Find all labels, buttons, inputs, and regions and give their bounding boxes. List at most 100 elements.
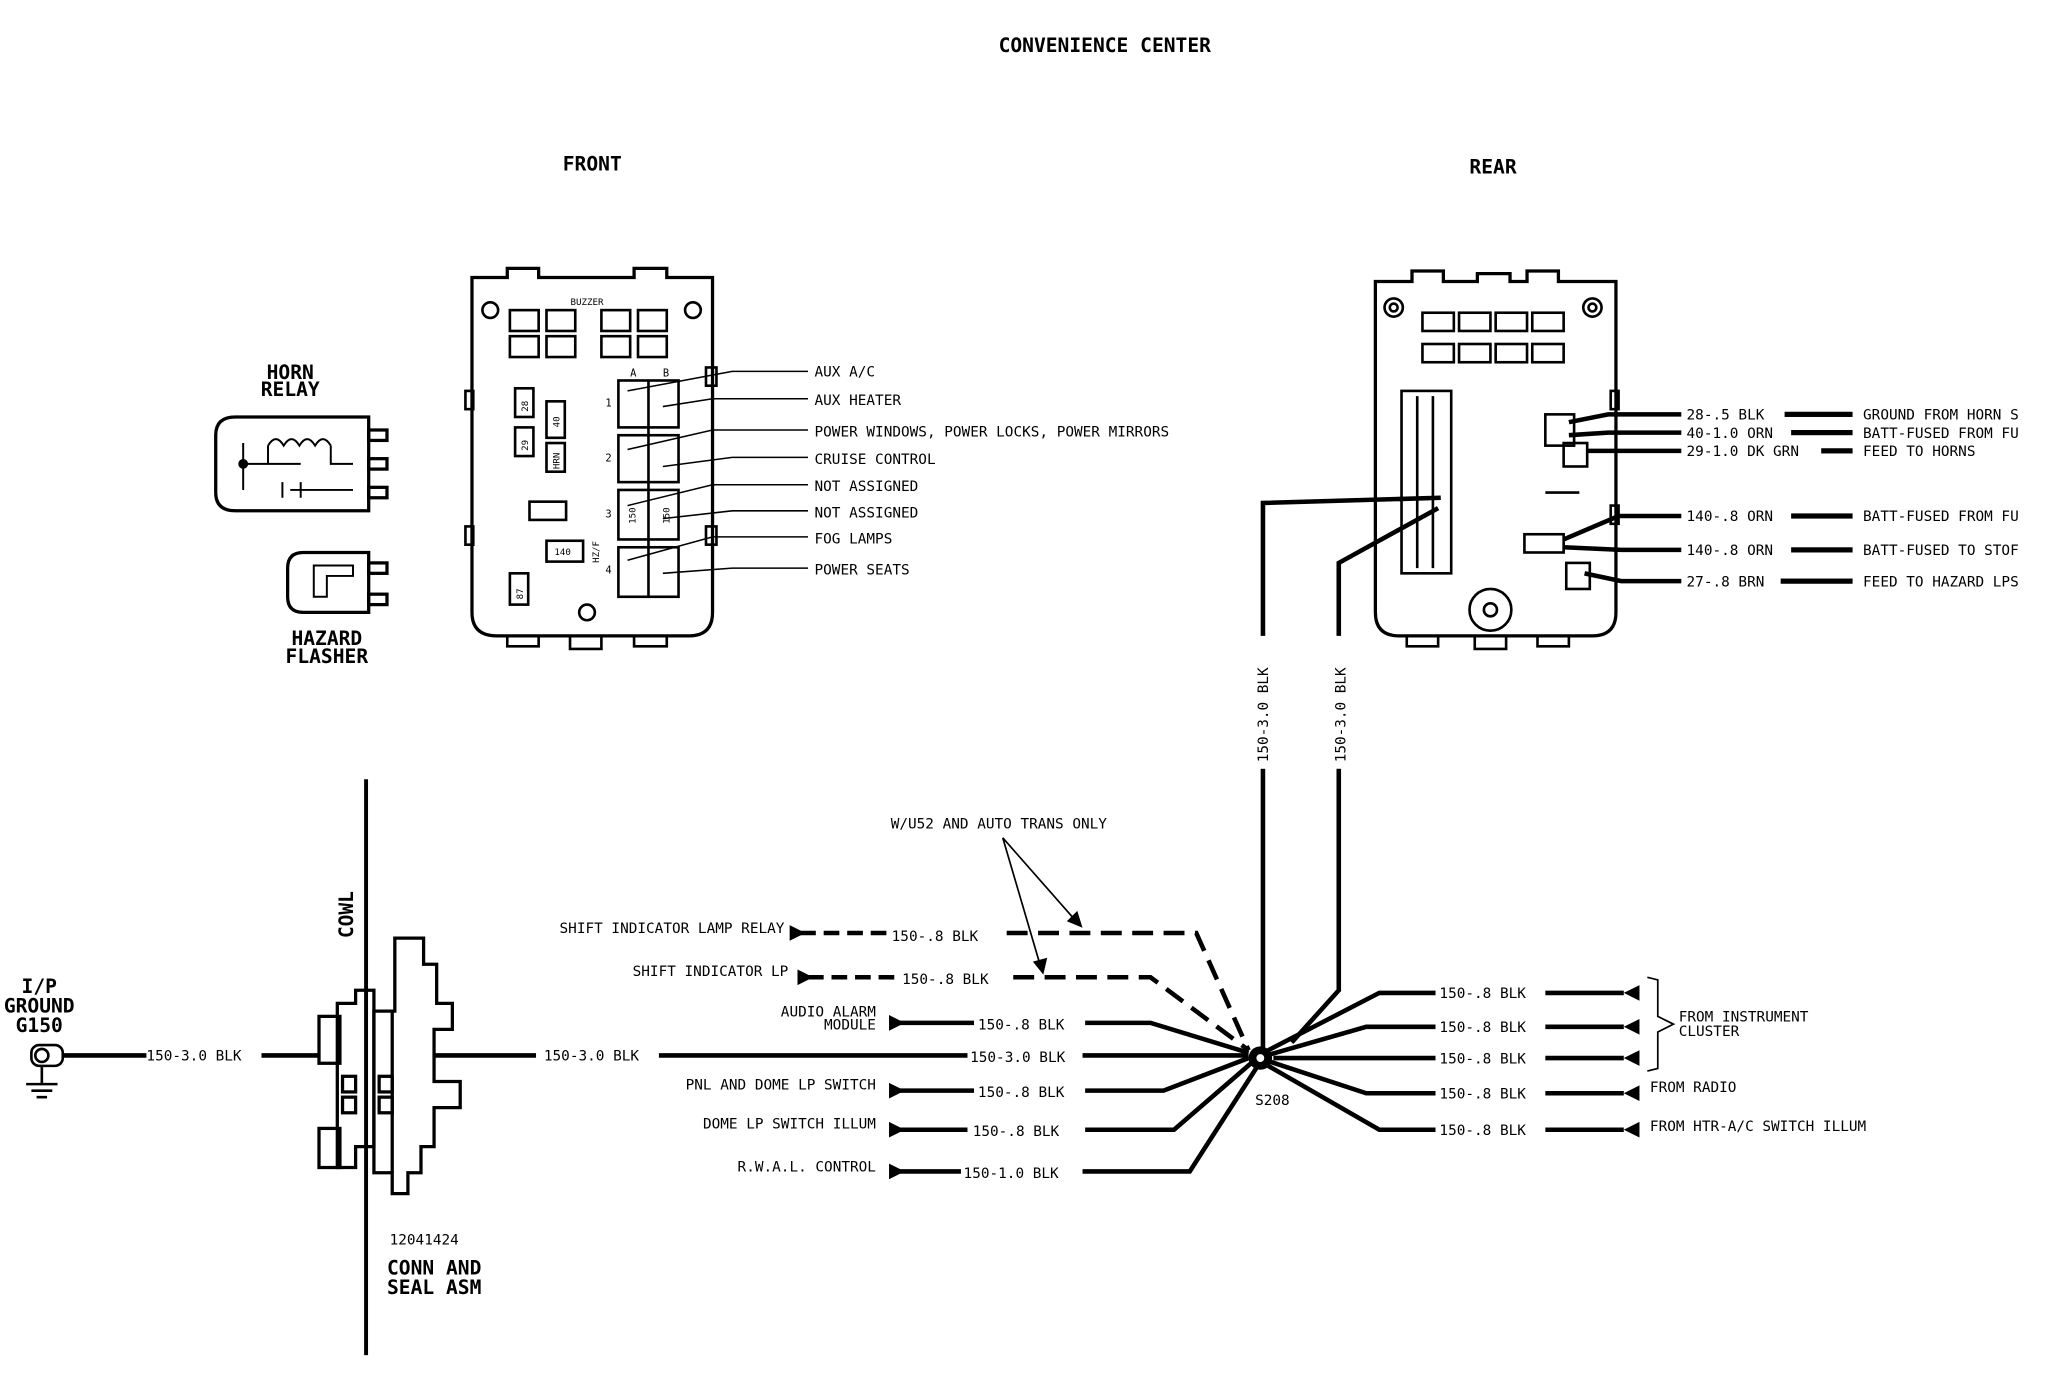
hazard-flasher-label-2: FLASHER — [286, 645, 369, 668]
relay-28-label: 28 — [521, 401, 531, 412]
horn-relay-icon — [214, 415, 389, 513]
callout-power-seats: POWER SEATS — [815, 563, 910, 579]
left-branch-wire-labels: 150-.8 BLK 150-.8 BLK 150-.8 BLK 150-3.0… — [892, 929, 1066, 1182]
right-branch-wires — [1267, 990, 1624, 1133]
splice-label: S208 — [1255, 1093, 1290, 1109]
rear-wire-28: 28-.5 BLK — [1687, 408, 1765, 424]
from-instrument-label-2: CLUSTER — [1679, 1024, 1740, 1040]
shift-indicator-lamp-relay-label: SHIFT INDICATOR LAMP RELAY — [560, 921, 785, 937]
vertical-wire-label-2: 150-3.0 BLK — [1333, 667, 1349, 762]
callout-aux-heater: AUX HEATER — [815, 393, 902, 409]
callout-not-assigned-2: NOT ASSIGNED — [815, 505, 919, 521]
rear-desc-29: FEED TO HORNS — [1863, 444, 1975, 460]
rear-desc-140b: BATT-FUSED TO STOF — [1863, 543, 2019, 559]
vertical-wire-label-1: 150-3.0 BLK — [1256, 667, 1272, 762]
front-callout-leaders — [627, 370, 808, 575]
rear-desc-27: FEED TO HAZARD LPS — [1863, 574, 2019, 590]
column-b-label: B — [663, 368, 669, 380]
horn-relay-label-1: HORN — [267, 361, 314, 384]
u52-note-arrowheads — [1032, 910, 1083, 975]
relay-140-label: 140 — [554, 548, 571, 558]
hazard-flasher-icon — [285, 550, 389, 615]
front-callouts: AUX A/C AUX HEATER POWER WINDOWS, POWER … — [815, 365, 1170, 579]
callout-aux-ac: AUX A/C — [815, 365, 876, 381]
wire-label-shift-lamp-relay: 150-.8 BLK — [892, 929, 979, 945]
rear-convenience-center — [1373, 269, 1620, 651]
rwal-control-label: R.W.A.L. CONTROL — [738, 1159, 876, 1175]
front-center-labels: BUZZER A B 1 2 3 4 28 40 29 HRN 150 150 … — [516, 298, 672, 599]
from-instrument-label-1: FROM INSTRUMENT — [1679, 1010, 1809, 1026]
row-4-label: 4 — [605, 564, 611, 576]
vertical-wire-label-bg-2 — [1328, 635, 1350, 769]
rear-wire-bars — [1780, 411, 1853, 584]
rear-wire-40: 40-1.0 ORN — [1687, 426, 1774, 442]
front-label: FRONT — [563, 153, 622, 176]
relay-40-label: 40 — [553, 416, 563, 427]
rear-wire-140a: 140-.8 ORN — [1687, 509, 1774, 525]
right-branch-arrows — [1623, 985, 1640, 1138]
u52-note: W/U52 AND AUTO TRANS ONLY — [891, 817, 1108, 833]
vertical-ground-wires — [1260, 495, 1441, 1056]
callout-power-windows: POWER WINDOWS, POWER LOCKS, POWER MIRROR… — [815, 425, 1170, 441]
right-wire-label-3: 150-.8 BLK — [1439, 1051, 1526, 1067]
rear-wires: 28-.5 BLK 40-1.0 ORN 29-1.0 DK GRN 140-.… — [1687, 408, 2019, 591]
front-convenience-center — [464, 266, 718, 651]
connector-part-number: 12041424 — [390, 1232, 459, 1248]
diagram-title: CONVENIENCE CENTER — [999, 34, 1212, 57]
relay-hzf-label: HZ/F — [592, 541, 602, 563]
wire-label-audio-alarm: 150-.8 BLK — [978, 1017, 1065, 1033]
hazard-flasher-label-1: HAZARD — [291, 627, 362, 650]
wire-label-shift-lp: 150-.8 BLK — [902, 972, 989, 988]
callout-fog-lamps: FOG LAMPS — [815, 531, 893, 547]
rear-desc-28: GROUND FROM HORN S — [1863, 408, 2019, 424]
right-wire-label-1: 150-.8 BLK — [1439, 986, 1526, 1002]
callout-not-assigned-1: NOT ASSIGNED — [815, 479, 919, 495]
right-branch-labels: FROM INSTRUMENT CLUSTER FROM RADIO FROM … — [1650, 1010, 1867, 1135]
from-htr-ac-label: FROM HTR-A/C SWITCH ILLUM — [1650, 1119, 1867, 1135]
right-wire-label-2: 150-.8 BLK — [1439, 1020, 1526, 1036]
connector-label-1: CONN AND — [387, 1256, 481, 1279]
ground-wire-label-1: 150-3.0 BLK — [146, 1049, 242, 1065]
rear-desc-140a: BATT-FUSED FROM FU — [1863, 509, 2019, 525]
left-branch-wires — [800, 930, 1260, 1174]
ground-symbol-icon — [26, 1043, 65, 1099]
right-wire-label-5: 150-.8 BLK — [1439, 1123, 1526, 1139]
rear-wire-29: 29-1.0 DK GRN — [1687, 444, 1799, 460]
splice-s208-center — [1256, 1054, 1265, 1062]
shift-indicator-lp-label: SHIFT INDICATOR LP — [633, 964, 789, 980]
relay-87-label: 87 — [516, 588, 526, 599]
relay-hrn-label: HRN — [553, 453, 563, 469]
right-wire-label-4: 150-.8 BLK — [1439, 1086, 1526, 1102]
ground-label-2: GROUND — [4, 994, 75, 1017]
relay-150a-label: 150 — [628, 507, 638, 523]
audio-alarm-module-label-2: MODULE — [824, 1017, 876, 1033]
left-branch-labels: SHIFT INDICATOR LAMP RELAY SHIFT INDICAT… — [560, 921, 877, 1175]
callout-cruise-control: CRUISE CONTROL — [815, 452, 936, 468]
vertical-wire-label-bg-1 — [1252, 635, 1274, 769]
conn-and-seal-asm-icon — [317, 936, 462, 1196]
dome-lp-switch-illum-label: DOME LP SWITCH ILLUM — [703, 1116, 876, 1132]
ground-label-3: G150 — [16, 1014, 63, 1037]
connector-label-2: SEAL ASM — [387, 1276, 481, 1299]
rear-wire-27: 27-.8 BRN — [1687, 574, 1765, 590]
pnl-dome-lp-switch-label: PNL AND DOME LP SWITCH — [686, 1077, 876, 1093]
row-1-label: 1 — [605, 398, 611, 410]
horn-relay-label-2: RELAY — [261, 378, 320, 401]
buzzer-label: BUZZER — [571, 298, 605, 308]
wire-label-dome-illum: 150-.8 BLK — [973, 1124, 1060, 1140]
relay-29-label: 29 — [521, 440, 531, 451]
rear-wire-140b: 140-.8 ORN — [1687, 543, 1774, 559]
wire-label-main-ground: 150-3.0 BLK — [970, 1050, 1066, 1066]
from-radio-label: FROM RADIO — [1650, 1080, 1737, 1096]
cowl-label: COWL — [335, 891, 358, 938]
rear-desc-40: BATT-FUSED FROM FU — [1863, 426, 2019, 442]
ground-label-1: I/P — [22, 975, 57, 998]
left-branch-arrows — [789, 925, 905, 1180]
rear-label: REAR — [1469, 155, 1516, 178]
row-3-label: 3 — [605, 508, 611, 520]
column-a-label: A — [630, 368, 637, 380]
wire-label-rwal: 150-1.0 BLK — [964, 1166, 1060, 1182]
u52-note-arrows — [1001, 837, 1078, 968]
rear-pigtails — [1562, 412, 1682, 584]
